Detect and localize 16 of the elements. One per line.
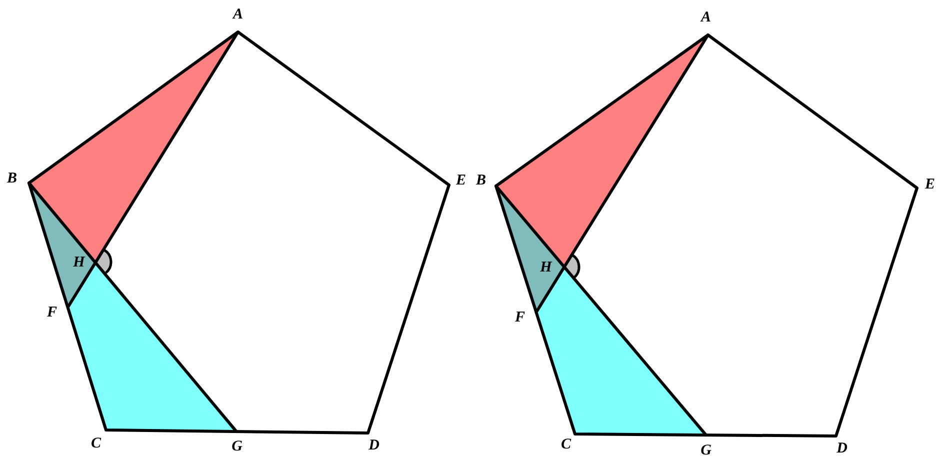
point-label: C xyxy=(561,438,571,452)
point-label: E xyxy=(925,178,935,192)
point-label: E xyxy=(456,174,466,188)
point-label: A xyxy=(701,10,711,26)
point-label: B xyxy=(7,172,17,186)
point-label: B xyxy=(476,174,486,188)
point-label: G xyxy=(700,444,712,458)
point-label: D xyxy=(368,438,380,454)
point-label: G xyxy=(232,440,242,454)
point-label: A xyxy=(233,8,243,22)
point-label: F xyxy=(47,306,57,320)
point-label: F xyxy=(515,310,525,326)
point-label: C xyxy=(91,436,101,452)
point-label: H xyxy=(540,260,552,276)
point-label: H xyxy=(73,256,85,270)
point-label: D xyxy=(836,442,848,456)
